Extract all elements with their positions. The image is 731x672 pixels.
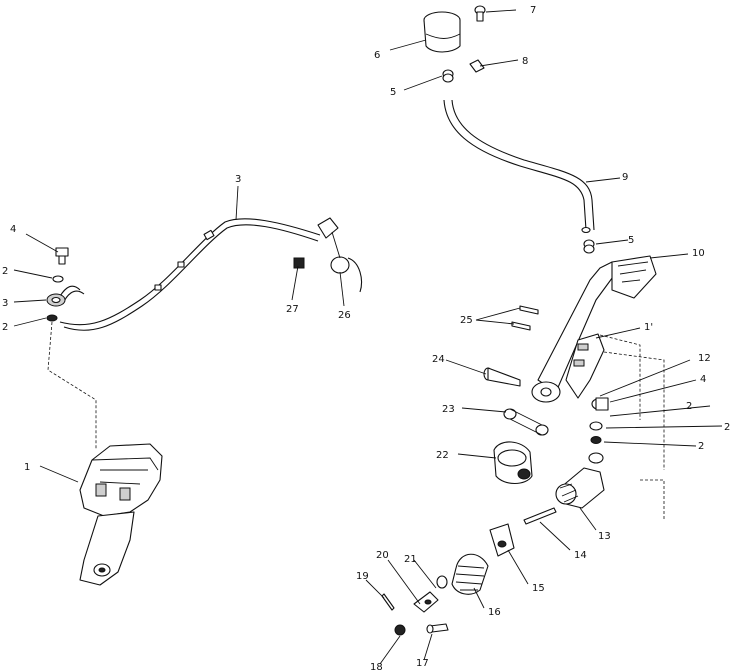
callout-16: 16 xyxy=(488,607,501,618)
nut xyxy=(588,452,604,464)
hose-clamp xyxy=(583,239,595,254)
rubber-boot xyxy=(493,441,533,485)
callout-2: 2 xyxy=(686,401,692,412)
reservoir-hose-outer xyxy=(451,99,595,231)
brake-caliper xyxy=(79,443,163,586)
callout-19: 19 xyxy=(356,571,369,582)
callout-3: 3 xyxy=(2,298,8,309)
callout-2: 2 xyxy=(2,322,8,333)
banjo-bolt xyxy=(55,247,69,265)
hose-end-bend-inner xyxy=(62,290,85,305)
sealing-washer xyxy=(52,275,64,283)
callout-5: 5 xyxy=(390,87,396,98)
washer xyxy=(590,436,602,444)
reservoir-hose xyxy=(443,99,587,231)
master-cylinder xyxy=(555,467,605,509)
callout-9: 9 xyxy=(622,172,628,183)
brake-light-switch xyxy=(317,217,363,293)
hose-clip xyxy=(203,229,215,241)
mounting-outline xyxy=(599,334,665,520)
clevis xyxy=(413,591,439,613)
hose-end xyxy=(581,226,591,234)
callout-3: 3 xyxy=(235,174,241,185)
callout-7: 7 xyxy=(530,5,536,16)
push-rod xyxy=(523,507,557,525)
brake-hose-outer xyxy=(63,224,319,331)
hose-clamp xyxy=(469,59,485,73)
callout-5: 5 xyxy=(628,235,634,246)
clevis-bolt xyxy=(595,397,609,411)
callout-27: 27 xyxy=(286,304,299,315)
callout-18: 18 xyxy=(370,662,383,672)
callout-26: 26 xyxy=(338,310,351,321)
callout-23: 23 xyxy=(442,404,455,415)
brake-hose xyxy=(59,218,321,326)
callout-13: 13 xyxy=(598,531,611,542)
callout-21: 21 xyxy=(404,554,417,565)
callout-3-cut: 2 xyxy=(724,422,730,433)
sealing-washer xyxy=(46,314,58,322)
callout-6: 6 xyxy=(374,50,380,61)
clevis-pin xyxy=(426,623,449,634)
cotter-pin xyxy=(381,593,395,611)
mounting-bracket xyxy=(489,523,515,557)
leader-lines xyxy=(13,9,723,665)
callout-1: 1 xyxy=(24,462,30,473)
brake-pedal xyxy=(531,255,657,403)
callout-2: 2 xyxy=(698,441,704,452)
callout-4: 4 xyxy=(10,224,16,235)
assembly-axis xyxy=(47,321,97,450)
callout-8: 8 xyxy=(522,56,528,67)
banjo-fitting xyxy=(46,293,66,307)
bolt xyxy=(511,305,539,331)
callout-4: 4 xyxy=(700,374,706,385)
hose-clip xyxy=(154,284,162,291)
reservoir-cap xyxy=(423,11,461,53)
callout-22: 22 xyxy=(436,450,449,461)
reservoir-screw xyxy=(474,5,486,22)
pedal-bracket xyxy=(565,333,605,399)
callout-11: 1' xyxy=(644,322,653,333)
pivot-bushing xyxy=(503,408,549,436)
mounting-outline xyxy=(603,351,665,470)
callout-20: 20 xyxy=(376,550,389,561)
callout-24: 24 xyxy=(432,354,445,365)
callout-2: 2 xyxy=(2,266,8,277)
callout-25: 25 xyxy=(460,315,473,326)
nut xyxy=(293,257,305,269)
washer xyxy=(589,421,603,431)
nut xyxy=(394,624,406,636)
callout-17: 17 xyxy=(416,658,429,669)
hose-clamp xyxy=(442,69,454,83)
callout-12: 12 xyxy=(698,353,711,364)
pivot-bolt xyxy=(483,367,521,387)
callout-15: 15 xyxy=(532,583,545,594)
return-spring xyxy=(451,553,489,595)
callout-10: 10 xyxy=(692,248,705,259)
callout-14: 14 xyxy=(574,550,587,561)
hose-clip xyxy=(177,261,185,268)
washer xyxy=(436,575,448,589)
